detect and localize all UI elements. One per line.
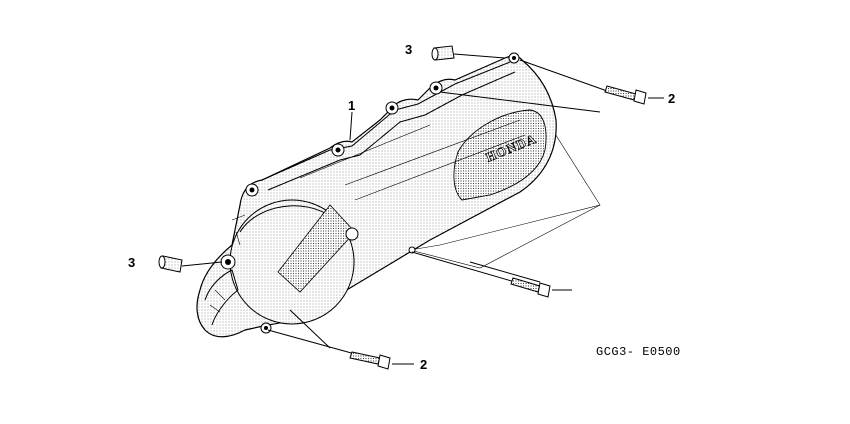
bolt-bottom [267, 309, 414, 370]
callout-dowel-top: 3 [405, 42, 412, 57]
bolt-middle [411, 251, 572, 298]
leader-part-1 [349, 111, 353, 141]
callout-bolt-top: 2 [668, 91, 675, 106]
callout-part-1: 1 [348, 98, 355, 113]
dowel-pin-left [158, 255, 223, 273]
mounting-bosses [220, 52, 520, 334]
callout-dowel-left: 3 [128, 255, 135, 270]
left-crankcase-cover: HONDA [196, 52, 557, 338]
dowel-pin-top [431, 45, 506, 61]
callout-bolt-bottom: 2 [420, 357, 427, 372]
bolt-top [439, 59, 664, 113]
drawing-code: GCG3- E0500 [596, 345, 681, 359]
